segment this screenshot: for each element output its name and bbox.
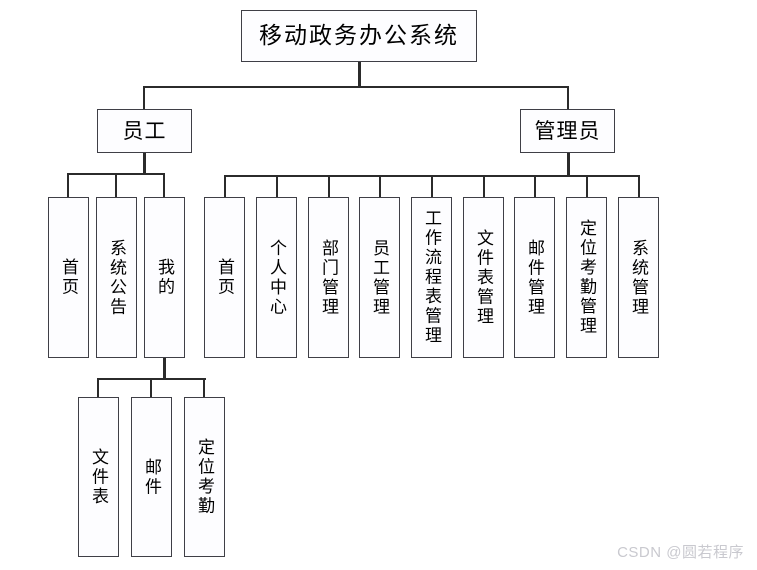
connector-to-adm-attendance-manage [586, 175, 588, 197]
connector-to-adm-dept-manage [328, 175, 330, 197]
connector-to-adm-employee-manage [379, 175, 381, 197]
connector-to-emp-home [67, 173, 69, 197]
node-emp-home[interactable]: 首页 [48, 197, 89, 358]
connector-to-mine-filetable [97, 378, 99, 397]
node-adm-personal-center-label: 个人中心 [267, 238, 286, 317]
node-adm-mail-manage-label: 邮件管理 [525, 238, 544, 317]
node-mine-filetable-label: 文件表 [89, 447, 108, 507]
connector-to-mine-attendance [203, 378, 205, 397]
node-adm-employee-manage[interactable]: 员工管理 [359, 197, 400, 358]
node-root[interactable]: 移动政务办公系统 [241, 10, 477, 62]
connector-root-drop [358, 62, 361, 86]
node-root-label: 移动政务办公系统 [259, 22, 459, 48]
node-adm-mail-manage[interactable]: 邮件管理 [514, 197, 555, 358]
connector-to-adm-workflow-manage [431, 175, 433, 197]
connector-level2-bus [143, 86, 568, 88]
connector-mine-drop [163, 358, 166, 378]
connector-to-adm-system-manage [638, 175, 640, 197]
node-adm-home[interactable]: 首页 [204, 197, 245, 358]
node-admin[interactable]: 管理员 [520, 109, 615, 153]
node-adm-attendance-manage-label: 定位考勤管理 [577, 219, 596, 336]
node-mine-filetable[interactable]: 文件表 [78, 397, 119, 557]
node-adm-workflow-manage[interactable]: 工作流程表管理 [411, 197, 452, 358]
connector-to-adm-personal-center [276, 175, 278, 197]
node-adm-filetable-manage[interactable]: 文件表管理 [463, 197, 504, 358]
node-adm-system-manage-label: 系统管理 [629, 238, 648, 317]
node-emp-home-label: 首页 [59, 258, 78, 297]
node-emp-mine[interactable]: 我的 [144, 197, 185, 358]
node-emp-notice[interactable]: 系统公告 [96, 197, 137, 358]
node-mine-mail[interactable]: 邮件 [131, 397, 172, 557]
node-adm-personal-center[interactable]: 个人中心 [256, 197, 297, 358]
node-mine-attendance-label: 定位考勤 [195, 438, 214, 516]
node-employee[interactable]: 员工 [97, 109, 192, 153]
node-adm-workflow-manage-label: 工作流程表管理 [422, 209, 441, 346]
node-adm-employee-manage-label: 员工管理 [370, 238, 389, 317]
connector-to-employee [143, 86, 145, 109]
connector-to-emp-notice [115, 173, 117, 197]
node-adm-filetable-manage-label: 文件表管理 [474, 228, 493, 327]
watermark: CSDN @圆若程序 [617, 544, 744, 561]
connector-admin-drop [567, 153, 570, 175]
connector-to-adm-mail-manage [534, 175, 536, 197]
node-mine-mail-label: 邮件 [142, 457, 161, 497]
node-emp-mine-label: 我的 [155, 258, 174, 297]
connector-employee-drop [143, 153, 146, 174]
node-adm-system-manage[interactable]: 系统管理 [618, 197, 659, 358]
connector-to-adm-home [224, 175, 226, 197]
node-mine-attendance[interactable]: 定位考勤 [184, 397, 225, 557]
node-adm-dept-manage-label: 部门管理 [319, 238, 338, 317]
node-emp-notice-label: 系统公告 [107, 238, 126, 317]
connector-to-emp-mine [163, 173, 165, 197]
node-admin-label: 管理员 [534, 118, 601, 143]
node-adm-home-label: 首页 [215, 258, 234, 297]
node-employee-label: 员工 [122, 118, 167, 143]
node-adm-attendance-manage[interactable]: 定位考勤管理 [566, 197, 607, 358]
connector-to-admin [567, 86, 569, 109]
connector-to-mine-mail [150, 378, 152, 397]
node-adm-dept-manage[interactable]: 部门管理 [308, 197, 349, 358]
connector-to-adm-filetable-manage [483, 175, 485, 197]
